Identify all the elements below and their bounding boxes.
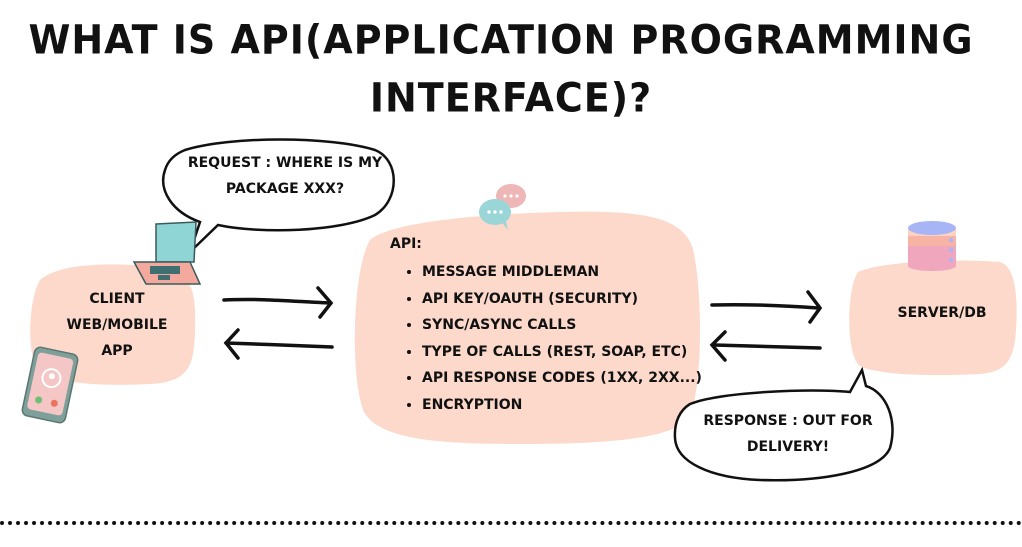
page-title-line-1: WHAT IS API(APPLICATION PROGRAMMING — [28, 16, 974, 64]
server-label: SERVER/DB — [897, 305, 987, 321]
api-feature-item: SYNC/ASYNC CALLS — [422, 312, 702, 339]
response-bubble: RESPONSE : OUT FOR DELIVERY! — [690, 408, 886, 460]
api-blob — [354, 211, 700, 444]
page-title-line-2: INTERFACE)? — [369, 74, 653, 122]
api-feature-item: MESSAGE MIDDLEMAN — [422, 259, 702, 286]
dotted-divider — [0, 521, 1022, 525]
response-arrow-left-2 — [709, 330, 822, 362]
api-description: API: MESSAGE MIDDLEMAN API KEY/OAUTH (SE… — [390, 233, 702, 418]
laptop-icon — [132, 221, 202, 285]
request-text-line-1: REQUEST : WHERE IS MY — [187, 155, 383, 171]
client-label-line-1: CLIENT — [89, 291, 145, 307]
request-text-line-2: PACKAGE XXX? — [225, 181, 345, 197]
request-arrow-right — [222, 286, 334, 319]
client-label-line-3: APP — [101, 343, 133, 359]
client-label-line-2: WEB/MOBILE — [66, 317, 168, 333]
response-arrow-left — [223, 328, 334, 360]
request-arrow-right-2 — [710, 290, 823, 324]
response-bubble-shape — [673, 366, 894, 482]
api-feature-item: TYPE OF CALLS (REST, SOAP, ETC) — [422, 339, 702, 366]
api-feature-item: API KEY/OAUTH (SECURITY) — [422, 286, 702, 313]
api-feature-item: ENCRYPTION — [422, 392, 702, 419]
chat-bubbles-icon — [479, 184, 526, 230]
api-feature-list: MESSAGE MIDDLEMAN API KEY/OAUTH (SECURIT… — [390, 259, 702, 418]
api-heading: API: — [390, 236, 422, 252]
request-bubble-shape — [162, 138, 395, 253]
database-icon — [908, 221, 956, 271]
api-feature-item: API RESPONSE CODES (1XX, 2XX...) — [422, 365, 702, 392]
response-text-line-2: DELIVERY! — [746, 439, 830, 455]
smartphone-icon — [21, 346, 79, 424]
response-text-line-1: RESPONSE : OUT FOR — [703, 413, 873, 429]
request-bubble: REQUEST : WHERE IS MY PACKAGE XXX? — [176, 150, 394, 202]
server-blob — [849, 260, 1017, 376]
client-label: CLIENT WEB/MOBILE APP — [52, 286, 182, 364]
